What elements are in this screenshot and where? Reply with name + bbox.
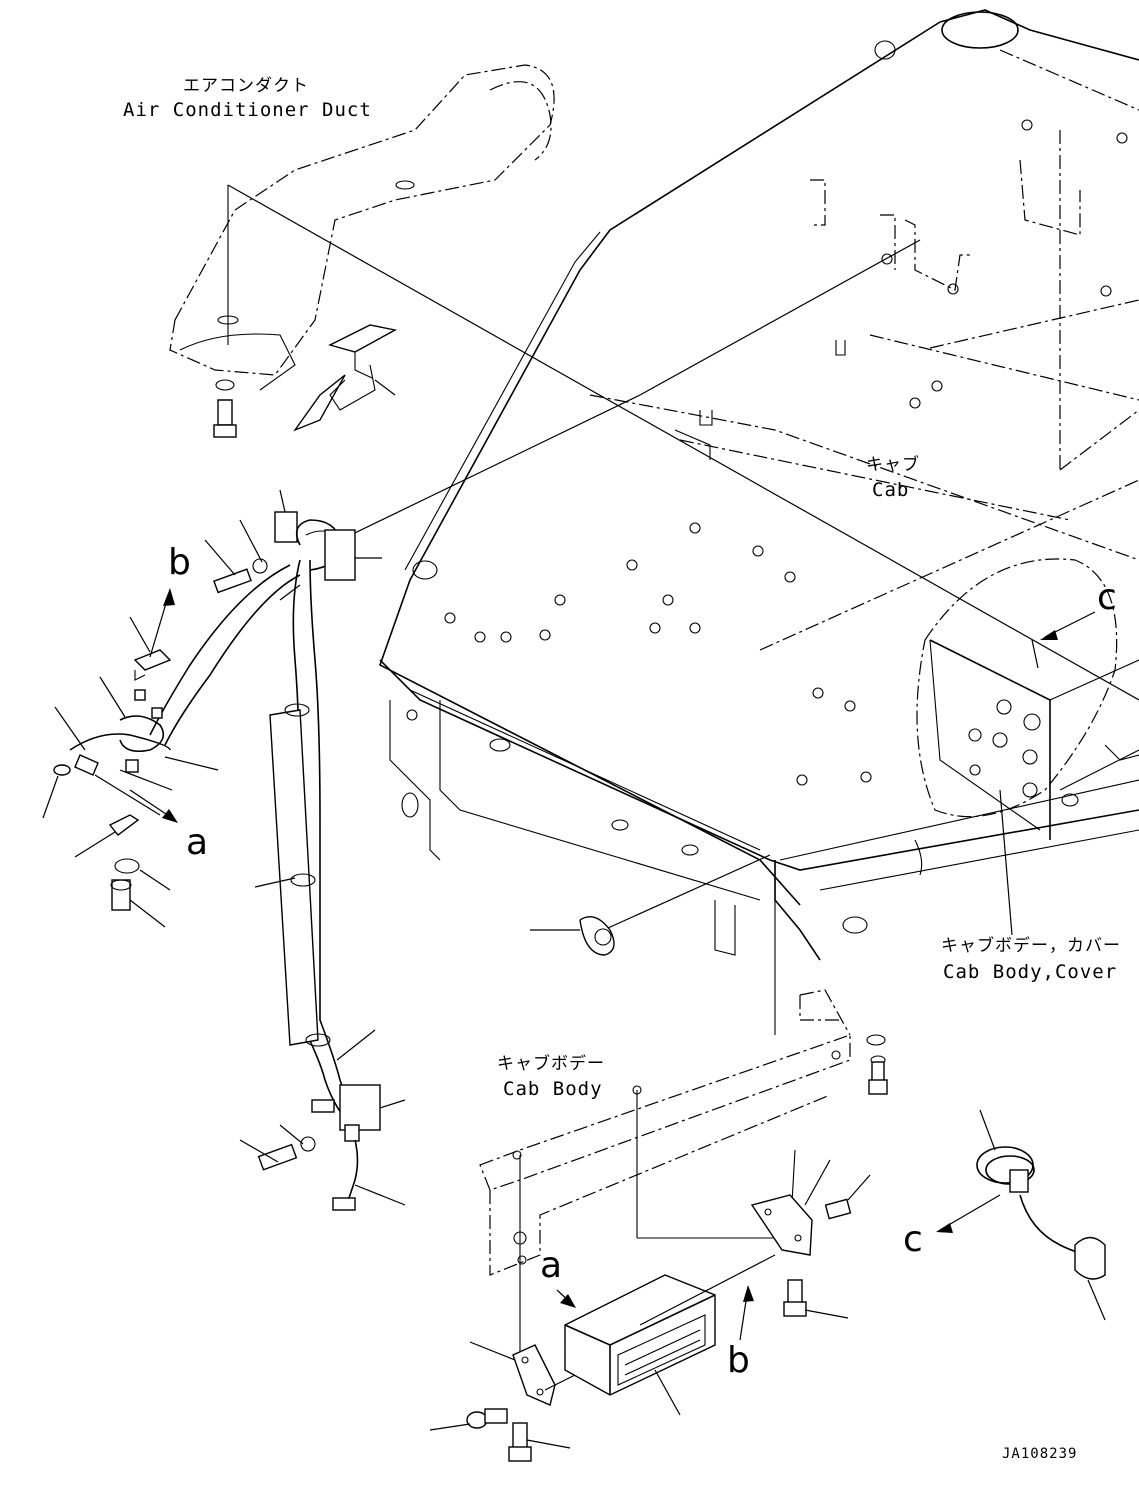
- cab-frame: [379, 9, 1139, 961]
- callout-a-lower: a: [540, 1245, 563, 1286]
- sensor-harness: [936, 1109, 1106, 1321]
- cab-label-jp: キャブ: [866, 455, 920, 475]
- cab-body-cover-label-en: Cab Body,Cover: [943, 961, 1118, 983]
- callout-b-lower: b: [727, 1340, 750, 1381]
- wire-harness: [42, 489, 406, 1211]
- drawing-code: JA108239: [1002, 1446, 1078, 1462]
- callout-c-upper: c: [1097, 577, 1117, 618]
- cab-label-en: Cab: [872, 479, 910, 501]
- callout-b-upper: b: [168, 542, 191, 583]
- ac-control-unit: [429, 1159, 871, 1462]
- callout-arrows: [999, 611, 1096, 936]
- cab-body-bracket: [479, 860, 888, 1360]
- callout-c-lower: c: [903, 1219, 923, 1260]
- air-conditioner-duct: [169, 64, 555, 438]
- cab-body-cover-label-jp: キャブボデー，カバー: [941, 936, 1121, 956]
- cab-body-label-jp: キャブボデー: [497, 1054, 605, 1074]
- leader-lines: [227, 184, 1139, 701]
- air-duct-label-jp: エアコンダクト: [183, 76, 309, 96]
- air-duct-label-en: Air Conditioner Duct: [123, 99, 372, 121]
- cab-body-label-en: Cab Body: [503, 1078, 603, 1100]
- hook-clip: [530, 854, 771, 956]
- callout-a-upper: a: [186, 822, 209, 863]
- cab-body-cover: [916, 558, 1139, 840]
